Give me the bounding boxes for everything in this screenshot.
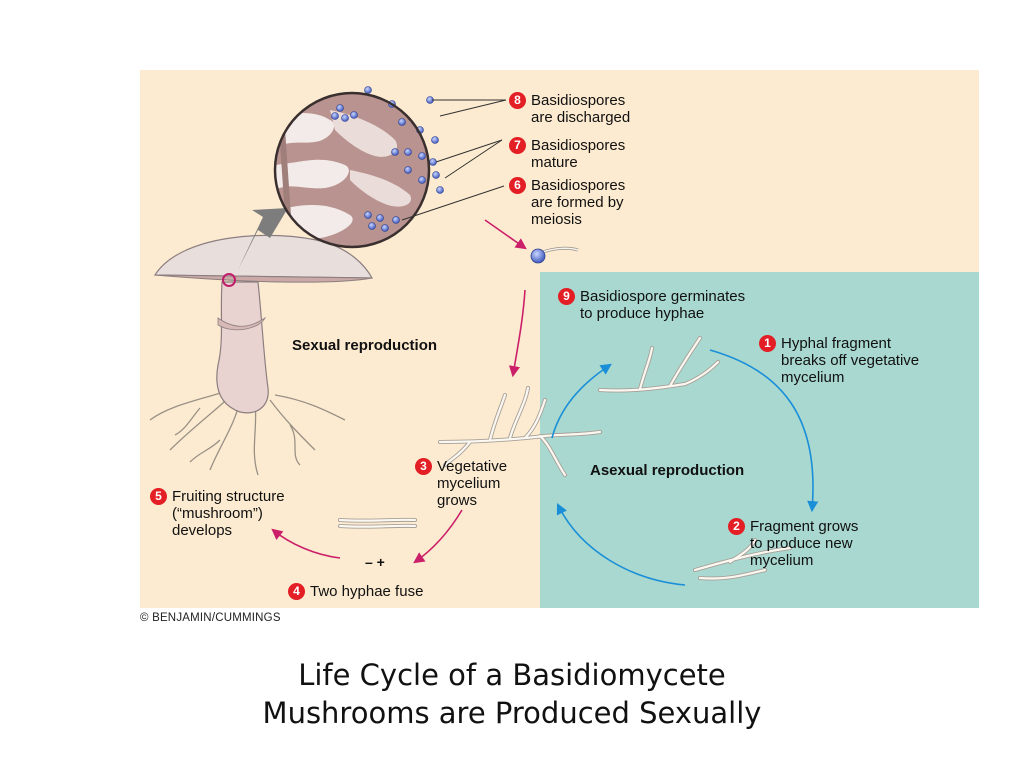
spores-in-gill bbox=[331, 86, 444, 232]
asexual-reproduction-heading: Asexual reproduction bbox=[590, 462, 745, 479]
step-4-text: Two hyphae fuse bbox=[310, 583, 424, 600]
arrow-gill-to-spore bbox=[484, 219, 527, 250]
arrow-fragment-grows bbox=[556, 502, 686, 586]
step-2-label: 2 Fragment grows to produce new mycelium bbox=[728, 518, 858, 569]
mushroom bbox=[153, 234, 374, 414]
arrow-fuse-to-fruiting bbox=[271, 528, 341, 559]
title-line-1: Life Cycle of a Basidiomycete bbox=[298, 658, 726, 692]
step-1-badge: 1 bbox=[759, 335, 776, 352]
step-8-label: 8 Basidiospores are discharged bbox=[509, 92, 630, 126]
asexual-cycle-arrows bbox=[551, 349, 819, 586]
step-8-badge: 8 bbox=[509, 92, 526, 109]
asexual-hyphae bbox=[598, 336, 792, 581]
step-2-text: Fragment grows to produce new mycelium bbox=[750, 518, 859, 569]
step-3-text: Vegetative mycelium grows bbox=[437, 458, 508, 509]
step-5-text: Fruiting structure (“mushroom”) develops bbox=[172, 488, 285, 539]
step-5-label: 5 Fruiting structure (“mushroom”) develop… bbox=[150, 488, 285, 539]
step-3-badge: 3 bbox=[415, 458, 432, 475]
step-4-label: 4 Two hyphae fuse bbox=[288, 583, 423, 600]
step-6-text: Basidiospores are formed by meiosis bbox=[531, 177, 626, 228]
step-9-badge: 9 bbox=[558, 288, 575, 305]
step-6-label: 6 Basidiospores are formed by meiosis bbox=[509, 177, 625, 228]
arrow-mycelium-to-fuse bbox=[413, 509, 463, 564]
sexual-reproduction-heading: Sexual reproduction bbox=[292, 337, 438, 354]
step-7-badge: 7 bbox=[509, 137, 526, 154]
arrow-spore-to-mycelium bbox=[508, 289, 526, 378]
step-4-badge: 4 bbox=[288, 583, 305, 600]
step-5-badge: 5 bbox=[150, 488, 167, 505]
slide-title: Life Cycle of a Basidiomycete Mushrooms … bbox=[0, 656, 1024, 732]
diagram-graphics bbox=[140, 70, 979, 608]
arrow-fragment-breaks bbox=[709, 349, 819, 513]
step-7-text: Basidiospores mature bbox=[531, 137, 626, 171]
step-1-text: Hyphal fragment breaks off vegetative my… bbox=[781, 335, 920, 386]
sexual-cycle-arrows bbox=[271, 219, 527, 564]
step-3-label: 3 Vegetative mycelium grows bbox=[415, 458, 507, 509]
step-6-badge: 6 bbox=[509, 177, 526, 194]
zoom-arrow bbox=[238, 208, 288, 270]
germinating-spore bbox=[530, 246, 579, 264]
step-9-label: 9 Basidiospore germinates to produce hyph… bbox=[558, 288, 745, 322]
arrow-mycelium-grows bbox=[551, 363, 612, 439]
step-8-text: Basidiospores are discharged bbox=[531, 92, 631, 126]
step-7-label: 7 Basidiospores mature bbox=[509, 137, 625, 171]
copyright-notice: © BENJAMIN/CUMMINGS bbox=[140, 612, 281, 624]
fuse-signs: – + bbox=[365, 554, 385, 570]
vegetative-mycelium bbox=[338, 386, 602, 529]
title-line-2: Mushrooms are Produced Sexually bbox=[262, 696, 762, 730]
step-1-label: 1 Hyphal fragment breaks off vegetative m… bbox=[759, 335, 919, 386]
step-9-text: Basidiospore germinates to produce hypha… bbox=[580, 288, 746, 322]
leader-lines bbox=[401, 99, 507, 221]
step-2-badge: 2 bbox=[728, 518, 745, 535]
